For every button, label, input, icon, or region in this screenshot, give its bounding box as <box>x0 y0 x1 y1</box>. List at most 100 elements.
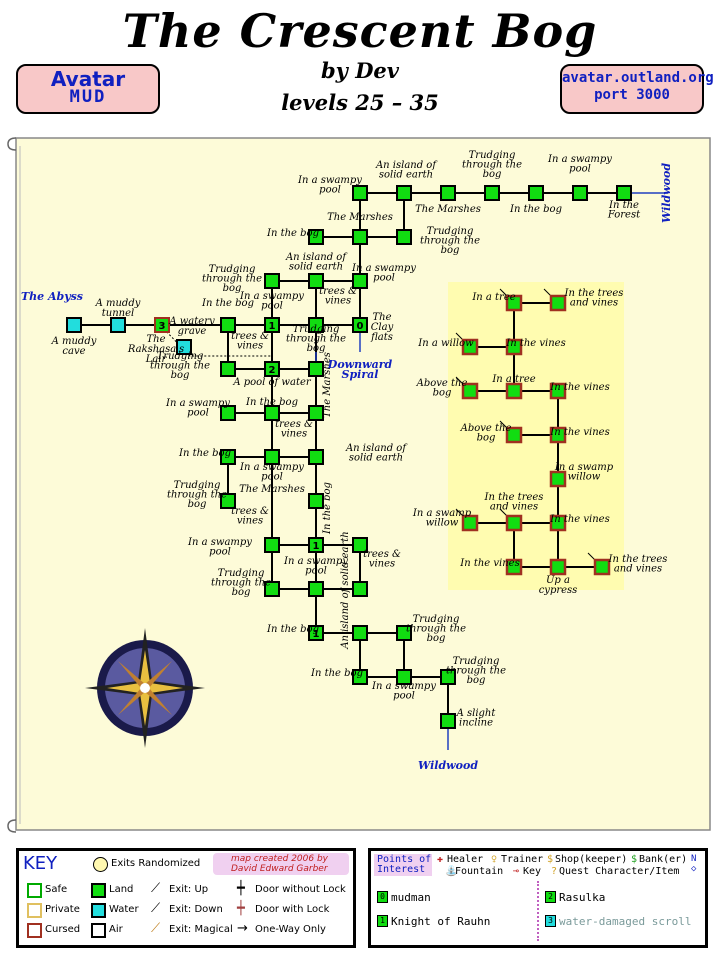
room-q[interactable] <box>352 317 368 333</box>
room-t12[interactable] <box>549 514 567 532</box>
room-p[interactable] <box>308 317 324 333</box>
poi-bank: Bank(er) <box>639 854 688 865</box>
room-label: In the bog <box>178 448 231 459</box>
map-author: by Dev <box>321 58 399 83</box>
key-land: Land <box>109 884 134 895</box>
room-o[interactable] <box>264 317 280 333</box>
room-g[interactable] <box>616 185 632 201</box>
room-t5[interactable] <box>461 382 479 400</box>
room-i[interactable] <box>352 229 368 245</box>
compass-rose-icon <box>85 628 205 748</box>
avatar-mud-badge: Avatar MUD <box>16 64 160 114</box>
badge-right-line2: port 3000 <box>594 87 670 103</box>
room-n[interactable] <box>220 317 236 333</box>
room-z[interactable] <box>308 449 324 465</box>
room-y[interactable] <box>264 449 280 465</box>
room-t16[interactable] <box>593 558 611 576</box>
room-label: In the vines <box>549 382 609 393</box>
scroll-curl-top <box>7 137 17 151</box>
points-of-interest: Points of Interest ✚ Healer ♀ Trainer $ … <box>368 848 708 948</box>
room-rk[interactable] <box>154 317 170 333</box>
room-e2[interactable] <box>352 537 368 553</box>
room-w[interactable] <box>308 405 324 421</box>
room-g2[interactable] <box>308 581 324 597</box>
room-a[interactable] <box>352 185 368 201</box>
room-j2[interactable] <box>352 625 368 641</box>
room-label: The Marshes <box>327 212 393 223</box>
room-l[interactable] <box>308 273 324 289</box>
room-f2[interactable] <box>264 581 280 597</box>
key-cursed: Cursed <box>45 924 81 935</box>
room-t15[interactable] <box>549 558 567 576</box>
poi-0-marker: 0 <box>377 891 388 903</box>
room-t13[interactable] <box>461 514 479 532</box>
poi-0-name: mudman <box>391 891 431 904</box>
room-h[interactable] <box>308 229 324 245</box>
room-v[interactable] <box>264 405 280 421</box>
room-r[interactable] <box>220 361 236 377</box>
room-t8[interactable] <box>505 426 523 444</box>
room-mc[interactable] <box>66 317 82 333</box>
room-o2[interactable] <box>440 713 456 729</box>
room-i2[interactable] <box>308 625 324 641</box>
room-label: In the vines <box>505 338 565 349</box>
room-f[interactable] <box>572 185 588 201</box>
room-u[interactable] <box>220 405 236 421</box>
room-t[interactable] <box>308 361 324 377</box>
room-e[interactable] <box>528 185 544 201</box>
room-b[interactable] <box>396 185 412 201</box>
room-a2[interactable] <box>220 493 236 509</box>
room-label: In the bog <box>509 204 562 215</box>
room-d2[interactable] <box>308 537 324 553</box>
room-n2[interactable] <box>440 669 456 685</box>
room-t3[interactable] <box>461 338 479 356</box>
room-t1[interactable] <box>505 294 523 312</box>
room-c2[interactable] <box>264 537 280 553</box>
poi-2-name: Rasulka <box>559 891 606 904</box>
room-t6[interactable] <box>505 382 523 400</box>
room-b2[interactable] <box>308 493 324 509</box>
cursed-swatch <box>27 923 42 938</box>
room-x[interactable] <box>220 449 236 465</box>
key-water: Water <box>109 904 139 915</box>
poi-fountain: Fountain <box>455 866 504 877</box>
room-label: In the bog <box>266 624 319 635</box>
room-c[interactable] <box>440 185 456 201</box>
room-l2[interactable] <box>352 669 368 685</box>
key-exit-down: Exit: Down <box>169 904 223 915</box>
room-k2[interactable] <box>396 625 412 641</box>
room-t10[interactable] <box>549 470 567 488</box>
key-credit-line1: map created 2006 by <box>231 854 329 864</box>
map-key: KEY Exits Randomized map created 2006 by… <box>16 848 356 948</box>
room-s[interactable] <box>264 361 280 377</box>
room-t4[interactable] <box>505 338 523 356</box>
room-t2[interactable] <box>549 294 567 312</box>
room-k[interactable] <box>264 273 280 289</box>
poi-healer: Healer <box>447 854 484 865</box>
room-label: trees &vines <box>363 549 401 570</box>
room-m[interactable] <box>352 273 368 289</box>
room-j[interactable] <box>396 229 412 245</box>
air-swatch <box>91 923 106 938</box>
room-m2[interactable] <box>396 669 412 685</box>
room-t11[interactable] <box>505 514 523 532</box>
room-wg[interactable] <box>176 339 192 355</box>
room-t14[interactable] <box>505 558 523 576</box>
room-h2[interactable] <box>352 581 368 597</box>
room-number: 1 <box>313 629 320 640</box>
safe-swatch <box>27 883 42 898</box>
room-mt[interactable] <box>110 317 126 333</box>
room-d[interactable] <box>484 185 500 201</box>
room-t9[interactable] <box>549 426 567 444</box>
room-t7[interactable] <box>549 382 567 400</box>
